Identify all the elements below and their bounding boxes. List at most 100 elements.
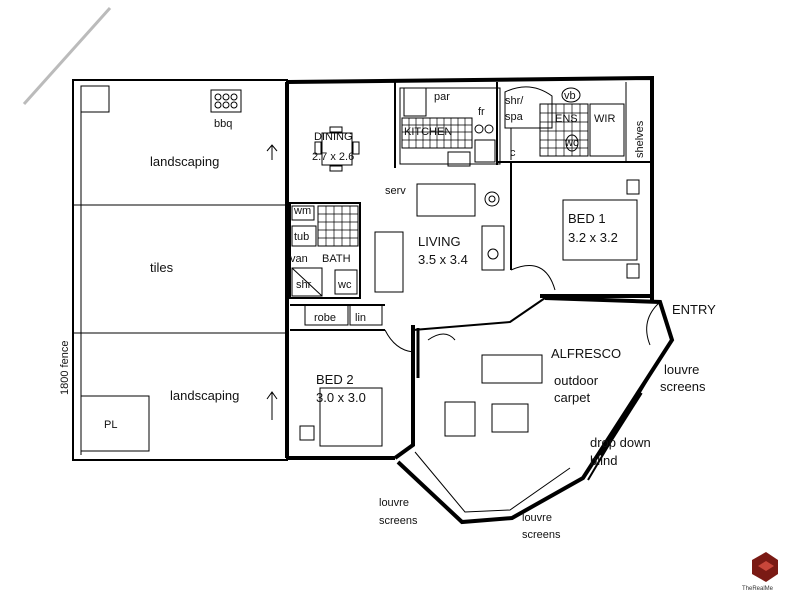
dropdown-label-1: drop down: [590, 435, 651, 450]
louvre-right-label-1: louvre: [664, 362, 699, 377]
ensuite-label: ENS: [555, 113, 578, 125]
spa-bath: [504, 86, 553, 129]
alfresco-label: ALFRESCO: [551, 346, 621, 361]
vanity-basin: [561, 87, 581, 103]
watermark-logo: TheRealMe: [742, 552, 778, 592]
sink-bowl: [474, 124, 484, 134]
kitchen-label: KITCHEN: [404, 126, 452, 138]
louvre-right-label-2: screens: [660, 379, 706, 394]
ensuite-toilet: [565, 134, 579, 152]
wm-label: wm: [293, 205, 311, 217]
wc-label: wc: [337, 279, 352, 291]
dining-chair: [329, 126, 343, 133]
tiles-label: tiles: [150, 260, 174, 275]
bath-toilet: [334, 269, 358, 295]
dining-chair: [352, 141, 360, 155]
shower-line: [291, 267, 323, 297]
robe-label: robe: [314, 312, 336, 324]
dining-chair: [329, 165, 343, 172]
wir-space: [589, 103, 625, 157]
sink-bowl: [484, 124, 494, 134]
fridge-label: fr: [478, 106, 485, 118]
louvre-bl-label-1: louvre: [379, 497, 409, 509]
tub-label: tub: [294, 231, 309, 243]
wir-label: WIR: [594, 113, 615, 125]
louvre-bl-label-2: screens: [379, 515, 418, 527]
spa-label: spa: [505, 111, 524, 123]
ensuite-tiles: [539, 103, 589, 157]
shr-spa-label: shr/: [505, 95, 524, 107]
living-label: LIVING: [418, 234, 461, 249]
bedside-table: [299, 425, 315, 441]
kitchen-bench: [399, 87, 501, 165]
cooktop: [447, 151, 471, 167]
bed2-bed: [319, 387, 383, 447]
bed2-right-wall: [393, 325, 415, 460]
pl-label: PL: [104, 419, 117, 431]
alfresco-door-swing: [427, 333, 456, 341]
entry-label: ENTRY: [672, 302, 716, 317]
bed2-label: BED 2: [316, 372, 354, 387]
round-fixture: [484, 191, 500, 207]
bbq-burner-2: [222, 93, 230, 101]
entry-door-swing: [646, 301, 661, 346]
dining-label: DINING: [314, 131, 353, 143]
living-sofa: [374, 231, 404, 293]
arrow-up-icon: [266, 144, 278, 160]
living-unit-dial: [487, 248, 499, 260]
landscaping-bottom-label: landscaping: [170, 388, 239, 403]
ensuite-wc-label: wc: [564, 137, 579, 149]
dining-chair: [314, 141, 322, 155]
dining-table: [321, 132, 353, 166]
alfresco-top-wall: [412, 297, 546, 331]
laundry-tub: [291, 225, 317, 247]
servery-bench: [416, 183, 476, 217]
bbq-burner-4: [214, 101, 222, 109]
linen-cupboard: [349, 304, 383, 326]
louvre-bc-label-1: louvre: [522, 512, 552, 524]
fridge: [474, 139, 496, 163]
pantry: [403, 87, 427, 117]
bed1-size-label: 3.2 x 3.2: [568, 230, 618, 245]
house-outer-wall-top-right: [286, 75, 654, 300]
living-size-label: 3.5 x 3.4: [418, 252, 468, 267]
dining-size-label: 2.7 x 2.6: [312, 151, 354, 163]
bbq-burner-3: [230, 93, 238, 101]
dropdown-label-2: blind: [590, 453, 617, 468]
outdoor-chair: [444, 401, 476, 437]
living-unit: [481, 225, 505, 271]
arrow-up-icon: [266, 391, 278, 420]
yard-boundary: [72, 79, 288, 461]
bedside-table: [626, 263, 640, 279]
pl-box: [80, 395, 150, 452]
alfresco-inner-edge: [414, 451, 571, 513]
servery-label: serv: [385, 185, 406, 197]
landscaping-top-label: landscaping: [150, 154, 219, 169]
van-label: van: [290, 253, 308, 265]
outdoor-table: [491, 403, 529, 433]
bbq-burner-6: [230, 101, 238, 109]
watermark-text: TheRealMe: [742, 586, 774, 592]
bbq-burner-5: [222, 101, 230, 109]
round-fixture-inner: [488, 195, 496, 203]
drop-down-blind: [597, 390, 643, 457]
bbq-unit: [210, 89, 242, 113]
fence-label: 1800 fence: [59, 341, 71, 395]
louvre-bc-label-2: screens: [522, 529, 561, 541]
scan-artifact: [22, 6, 112, 106]
pantry-label: par: [434, 91, 450, 103]
outdoor-label: outdoor: [554, 373, 599, 388]
bathroom-walls: [289, 202, 361, 299]
outdoor-sofa: [481, 354, 543, 384]
shower: [291, 267, 323, 297]
bath-label: BATH: [322, 253, 351, 265]
shr-label: shr: [296, 279, 312, 291]
bed1-door-swing: [510, 265, 556, 291]
c-label: c: [510, 147, 516, 159]
linen-label: lin: [355, 312, 366, 324]
corner-planter: [80, 85, 110, 113]
carpet-label: carpet: [554, 390, 591, 405]
bbq-burner-1: [214, 93, 222, 101]
kitchen-tiles: [401, 117, 473, 149]
